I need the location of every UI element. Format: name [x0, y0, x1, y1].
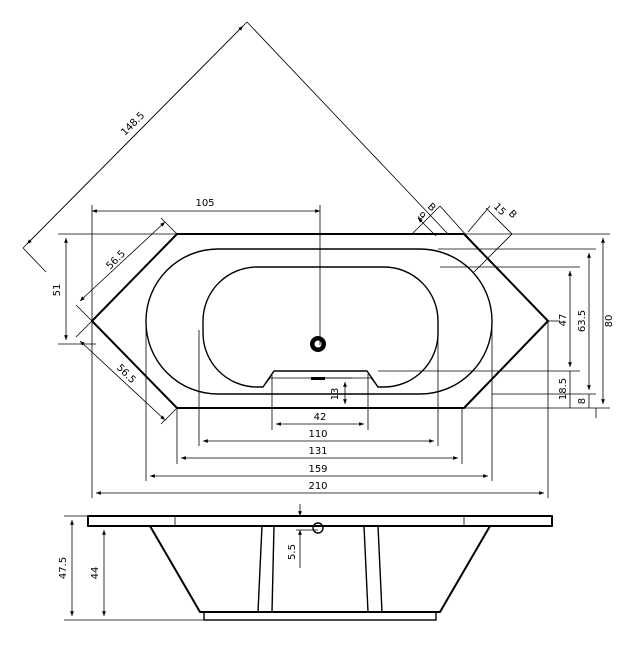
label-5-5: 5.5 — [287, 544, 298, 560]
label-131: 131 — [308, 446, 327, 457]
side-view: 5.5 44 47.5 — [58, 504, 553, 621]
drain-inner — [314, 340, 322, 348]
side-overflow — [312, 522, 324, 534]
label-42: 42 — [314, 412, 327, 423]
label-80: 80 — [604, 315, 615, 328]
side-rim — [87, 515, 553, 527]
side-body — [149, 525, 491, 613]
dimension-right: 47 63.5 80 18.5 8 — [378, 233, 615, 418]
dimension-105: 105 — [91, 198, 321, 498]
dimension-56-5-upper: 56.5 — [75, 217, 178, 322]
label-13: 13 — [330, 388, 341, 401]
label-105: 105 — [195, 198, 214, 209]
overflow-slot — [311, 377, 325, 380]
label-159: 159 — [308, 464, 327, 475]
label-8: 8 — [577, 398, 588, 404]
label-44: 44 — [90, 567, 101, 580]
label-b2: B — [506, 208, 519, 221]
label-diagonal: 148.5 — [119, 110, 147, 138]
side-base — [203, 611, 437, 621]
label-51: 51 — [52, 284, 63, 297]
label-110: 110 — [308, 429, 327, 440]
label-47-5: 47.5 — [58, 557, 69, 579]
dimension-13: 13 — [318, 377, 352, 409]
label-63-5: 63.5 — [577, 310, 588, 332]
dimension-56-5-lower: 56.5 — [75, 320, 178, 425]
dimension-51: 51 — [52, 233, 177, 345]
side-leg-left — [257, 525, 275, 613]
dimension-bottom: 42 110 131 159 210 — [96, 321, 549, 498]
label-18-5: 18.5 — [558, 378, 569, 400]
label-210: 210 — [308, 481, 327, 492]
tub-inner-rim — [145, 248, 493, 395]
side-leg-right — [363, 525, 383, 613]
label-47: 47 — [558, 314, 569, 327]
label-56-5-lower: 56.5 — [114, 362, 138, 386]
tub-basin — [202, 266, 439, 388]
label-56-5-upper: 56.5 — [104, 248, 128, 272]
